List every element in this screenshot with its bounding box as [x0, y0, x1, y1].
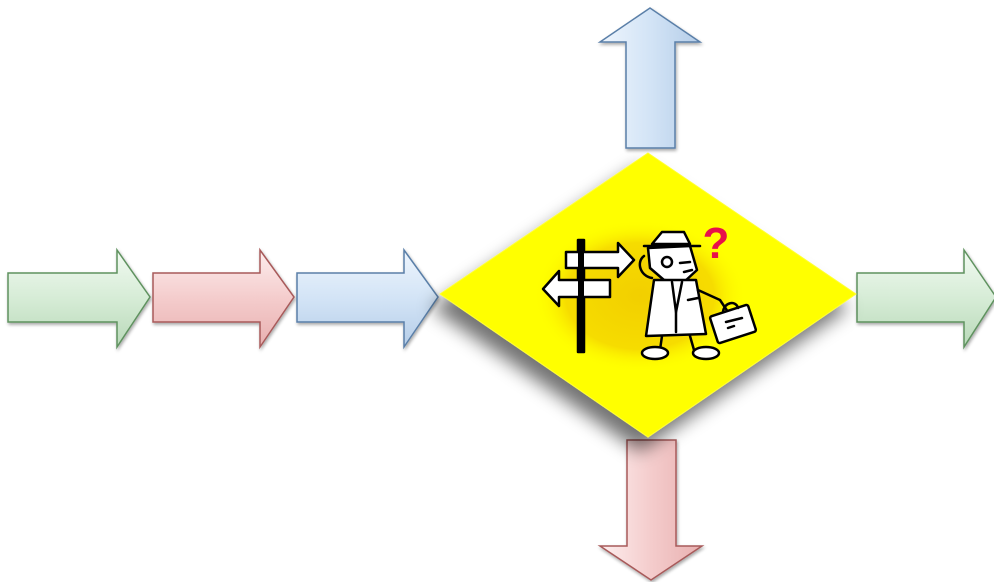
arrow-right — [856, 247, 994, 350]
arrow-left-1 — [7, 247, 151, 350]
arrow-left-3 — [296, 247, 439, 350]
arrow-bottom — [597, 439, 705, 581]
arrow-top — [597, 7, 703, 149]
signpost-icon — [541, 238, 636, 354]
arrow-left-2 — [152, 247, 295, 350]
detective-icon — [638, 230, 758, 361]
question-mark: ? — [703, 219, 730, 268]
